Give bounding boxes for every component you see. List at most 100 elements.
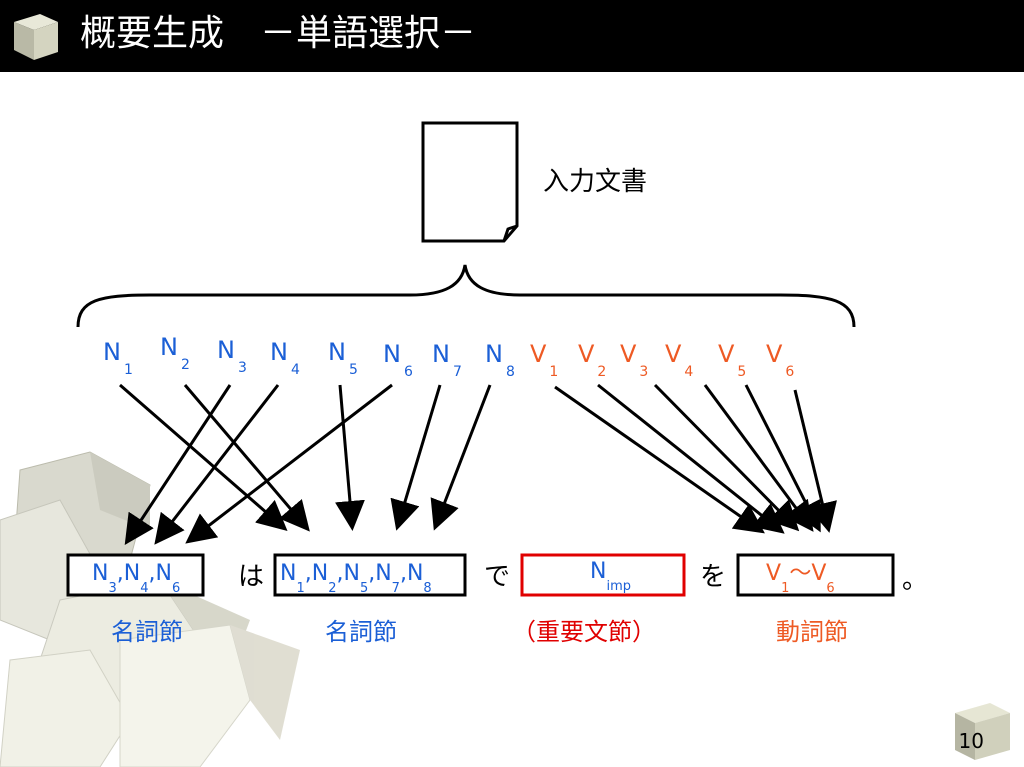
box-part-subscript: 6	[172, 581, 180, 596]
verb-label-subscript: 5	[737, 364, 746, 380]
verb-label-subscript: 3	[639, 364, 648, 380]
box-part-subscript: 3	[108, 581, 116, 596]
particle-wo: を	[700, 562, 726, 592]
noun-label-subscript: 3	[238, 360, 247, 376]
box-part-text: ,N	[336, 561, 359, 586]
title-cube-icon	[14, 14, 58, 60]
box-part-text: ,N	[117, 561, 140, 586]
box-part-subscript: 5	[360, 581, 368, 596]
verb-label: V1	[530, 340, 558, 380]
noun-label-subscript: 8	[506, 364, 515, 380]
box-part-subscript: imp	[606, 579, 631, 594]
noun-label-letter: N	[485, 340, 503, 368]
document-label: 入力文書	[543, 167, 647, 197]
page-number: 10	[958, 729, 984, 753]
verb-label: V2	[578, 340, 606, 380]
noun-label: N2	[160, 333, 190, 373]
box-part-text: N	[590, 559, 606, 584]
verb-label-subscript: 1	[549, 364, 558, 380]
page-number-cube-icon	[955, 703, 1010, 760]
mapping-arrow	[653, 383, 800, 532]
verb-label-letter: V	[620, 340, 637, 368]
noun-label: N6	[383, 340, 413, 380]
box-part-subscript: 8	[423, 581, 431, 596]
mapping-arrow	[744, 384, 821, 533]
mapping-arrow	[154, 384, 280, 545]
box3-content: Nimp	[590, 559, 631, 594]
noun-label: N8	[485, 340, 515, 380]
verb-label-letter: V	[718, 340, 735, 368]
verb-label-subscript: 2	[597, 364, 606, 380]
mapping-arrow	[124, 384, 232, 546]
box-part-text: V	[766, 561, 781, 586]
noun-label-letter: N	[328, 338, 346, 366]
box-part-text: ,N	[305, 561, 328, 586]
box-part-subscript: 4	[140, 581, 148, 596]
mapping-arrow	[554, 385, 765, 534]
box-part-subscript: 2	[328, 581, 336, 596]
verb-label-letter: V	[530, 340, 547, 368]
mapping-arrow	[430, 384, 492, 531]
noun-label-letter: N	[217, 336, 235, 364]
box-part-text: ,N	[148, 561, 171, 586]
caption-important-clause: （重要文節）	[512, 618, 656, 646]
important-clause-box	[520, 553, 686, 597]
verb-label: V6	[766, 340, 794, 380]
noun-label-subscript: 7	[453, 364, 462, 380]
verb-label-letter: V	[766, 340, 783, 368]
box-part-text: ,N	[400, 561, 423, 586]
noun-label-letter: N	[383, 340, 401, 368]
mapping-arrow	[597, 383, 785, 534]
particle-wa: は	[238, 562, 264, 592]
curly-brace	[76, 264, 856, 328]
noun-label-letter: N	[432, 340, 450, 368]
mapping-arrow	[390, 384, 442, 531]
title-bar	[0, 0, 1024, 72]
period-mark: 。	[902, 565, 928, 595]
box-part-text: 〜V	[789, 561, 826, 586]
verb-clause-box	[736, 553, 895, 597]
mapping-arrow	[185, 383, 393, 544]
noun-label: N5	[328, 338, 358, 378]
box-part-subscript: 1	[296, 581, 304, 596]
verb-label-subscript: 4	[684, 364, 693, 380]
decorative-cubes	[0, 451, 300, 767]
noun-label-letter: N	[270, 338, 288, 366]
box-part-text: ,N	[368, 561, 391, 586]
box-part-subscript: 6	[826, 581, 834, 596]
box-part-text: N	[280, 561, 296, 586]
verb-label: V5	[718, 340, 746, 380]
slide-title: 概要生成 －単語選択－	[80, 13, 477, 54]
mapping-arrow	[703, 384, 814, 532]
noun-label: N1	[103, 338, 133, 378]
noun-label: N4	[270, 338, 300, 378]
noun-label-letter: N	[103, 338, 121, 366]
noun-label-subscript: 2	[181, 357, 190, 373]
caption-noun-clause-1: 名詞節	[111, 618, 183, 646]
box4-content: V1〜V6	[766, 561, 835, 596]
verb-label: V4	[665, 340, 693, 380]
verb-label-letter: V	[665, 340, 682, 368]
noun-label-subscript: 1	[124, 362, 133, 378]
mapping-arrow	[793, 389, 837, 533]
mapping-arrow	[119, 383, 288, 531]
box1-content: N3,N4,N6	[92, 561, 180, 596]
document-icon	[421, 121, 519, 243]
box2-content: N1,N2,N5,N7,N8	[280, 561, 432, 596]
noun-label: N7	[432, 340, 462, 380]
noun-clause-box-2	[273, 553, 467, 597]
noun-label-subscript: 4	[291, 362, 300, 378]
noun-label-subscript: 5	[349, 362, 358, 378]
caption-noun-clause-2: 名詞節	[325, 618, 397, 646]
verb-label: V3	[620, 340, 648, 380]
box-part-subscript: 1	[781, 581, 789, 596]
box-part-subscript: 7	[392, 581, 400, 596]
arrows	[119, 383, 837, 546]
mapping-arrow	[183, 384, 310, 532]
noun-label-subscript: 6	[404, 364, 413, 380]
verb-label-subscript: 6	[785, 364, 794, 380]
particle-de: で	[484, 562, 510, 592]
